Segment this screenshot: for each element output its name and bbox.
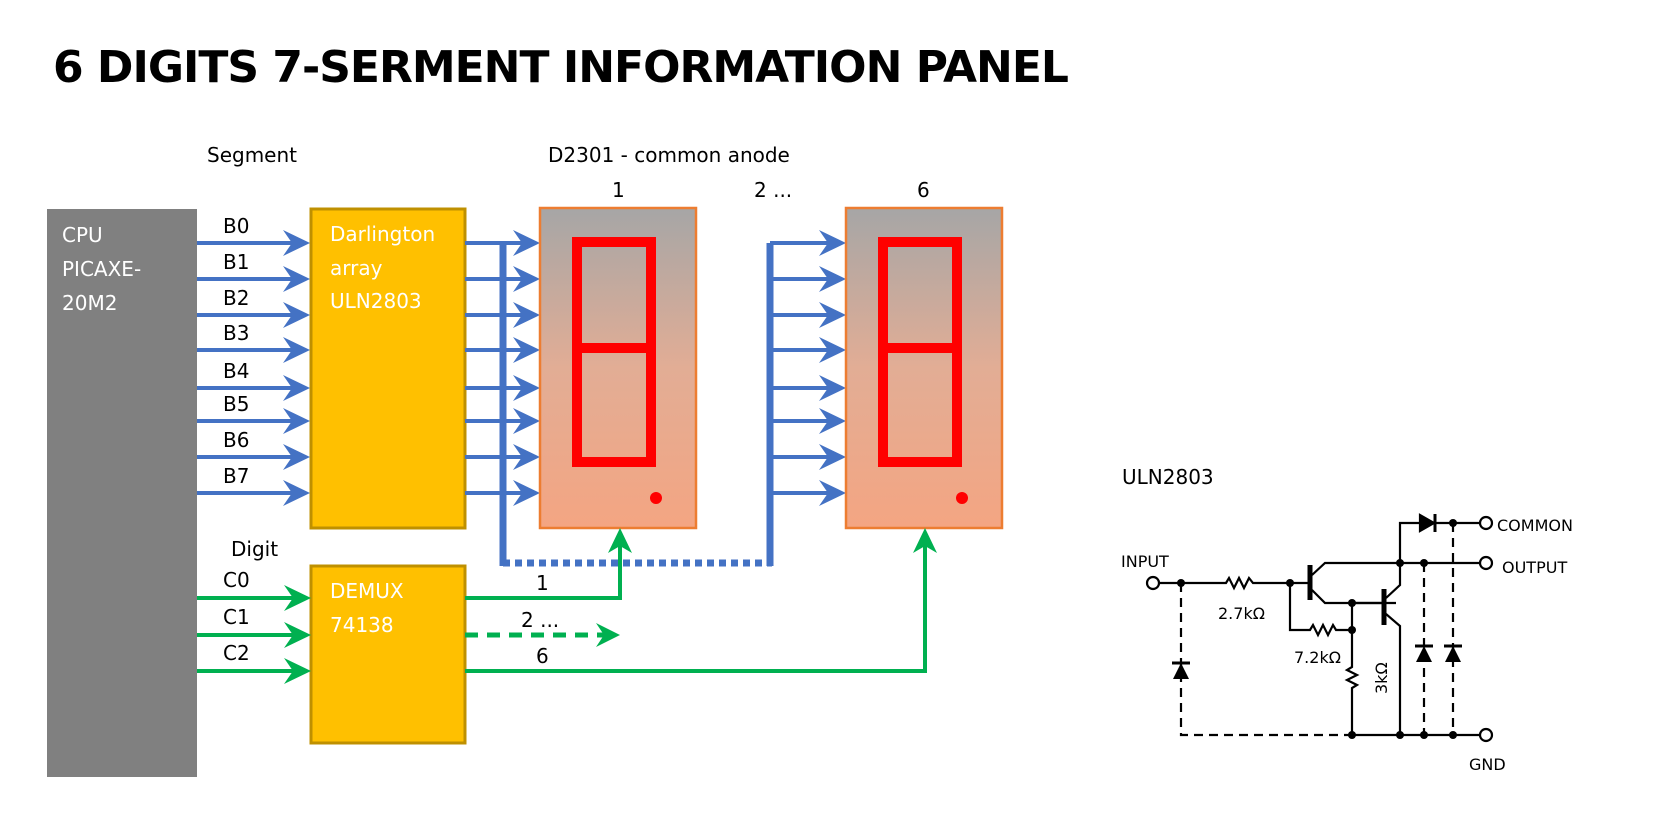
- diode-icon: [1418, 513, 1437, 533]
- arrowhead-icon: [513, 230, 540, 256]
- arrowhead-icon: [513, 444, 540, 470]
- cpu-label-3: 20M2: [62, 291, 117, 315]
- decimal-point-icon: [956, 492, 968, 504]
- arrowhead-icon: [283, 302, 310, 328]
- display-header: D2301 - common anode: [548, 143, 790, 167]
- darlington-label-3: ULN2803: [330, 289, 422, 313]
- common-terminal: [1478, 515, 1494, 531]
- resistor-7.2k: [1288, 583, 1352, 638]
- darlington-label-1: Darlington: [330, 222, 435, 246]
- demux-block: DEMUX 74138: [309, 564, 467, 745]
- arrowhead-icon: [819, 302, 846, 328]
- arrowhead-icon: [513, 266, 540, 292]
- seven-segment-display-1: [538, 206, 698, 530]
- segment-line-label: B3: [223, 321, 249, 345]
- segment-line-label: B1: [223, 250, 249, 274]
- input-label: INPUT: [1121, 552, 1169, 571]
- arrowhead-icon: [283, 480, 310, 506]
- arrowhead-icon: [819, 266, 846, 292]
- arrowhead-icon: [513, 375, 540, 401]
- darlington-block: Darlington array ULN2803: [309, 207, 467, 530]
- cpu-label-2: PICAXE-: [62, 257, 141, 281]
- arrowhead-icon: [819, 480, 846, 506]
- arrowhead-icon: [913, 528, 937, 553]
- arrowhead-icon: [513, 480, 540, 506]
- diode-icon: [1445, 646, 1461, 662]
- output-terminal: [1478, 555, 1494, 571]
- gnd-terminal: [1478, 727, 1494, 743]
- digit-line-1: [465, 536, 622, 600]
- arrowhead-icon: [284, 622, 311, 648]
- arrowhead-icon: [596, 623, 620, 647]
- segment-line-label: B5: [223, 392, 249, 416]
- arrowhead-icon: [283, 444, 310, 470]
- arrowhead-icon: [283, 375, 310, 401]
- cpu-label-1: CPU: [62, 223, 103, 247]
- demux-outputs: 1 2 ... 6: [465, 528, 937, 673]
- segment-line-label: B6: [223, 428, 249, 452]
- common-label: COMMON: [1497, 516, 1573, 535]
- digit-line-label: C0: [223, 568, 250, 592]
- demux-out-2-label: 2 ...: [521, 608, 559, 632]
- arrowhead-icon: [513, 408, 540, 434]
- arrowhead-icon: [819, 375, 846, 401]
- demux-out-1-label: 1: [536, 571, 549, 595]
- uln2803-schematic: ULN2803 INPUT COMMON OUTPUT GND 2.7kΩ 7.…: [1121, 465, 1573, 774]
- cpu-block: CPU PICAXE- 20M2: [47, 209, 197, 777]
- arrowhead-icon: [819, 408, 846, 434]
- display-middle-label: 2 ...: [754, 178, 792, 202]
- r2-label: 7.2kΩ: [1294, 648, 1341, 667]
- display-body: [538, 206, 698, 530]
- gnd-label: GND: [1469, 755, 1506, 774]
- arrowhead-icon: [608, 528, 632, 553]
- digit-line-label: C2: [223, 641, 250, 665]
- display-body: [844, 206, 1004, 530]
- display-1-label: 1: [612, 178, 625, 202]
- r1-label: 2.7kΩ: [1218, 604, 1265, 623]
- r3-label: 3kΩ: [1372, 662, 1391, 694]
- resistor-3k: [1344, 603, 1360, 735]
- digit-label: Digit: [231, 537, 278, 561]
- arrowhead-icon: [513, 337, 540, 363]
- segment-bus-display-1: [465, 230, 540, 566]
- arrowhead-icon: [283, 408, 310, 434]
- arrowhead-icon: [513, 302, 540, 328]
- demux-label-1: DEMUX: [330, 579, 404, 603]
- display-6-label: 6: [917, 178, 930, 202]
- page-title: 6 DIGITS 7-SERMENT INFORMATION PANEL: [53, 42, 1068, 93]
- demux-out-6-label: 6: [536, 644, 549, 668]
- decimal-point-icon: [650, 492, 662, 504]
- input-terminal: [1145, 575, 1161, 591]
- seven-segment-display-6: [844, 206, 1004, 530]
- arrowhead-icon: [819, 337, 846, 363]
- demux-label-2: 74138: [330, 613, 394, 637]
- arrowhead-icon: [283, 337, 310, 363]
- displays: [538, 206, 1004, 530]
- segment-bus-display-6: [766, 230, 846, 566]
- schematic-title: ULN2803: [1122, 465, 1214, 489]
- digit-line-6: [465, 536, 927, 673]
- resistor-2.7k: [1159, 575, 1290, 591]
- segment-line-label: B4: [223, 359, 249, 383]
- arrowhead-icon: [819, 444, 846, 470]
- arrowhead-icon: [284, 658, 311, 684]
- segment-line-label: B0: [223, 214, 249, 238]
- darlington-label-2: array: [330, 256, 383, 280]
- digit-line-label: C1: [223, 605, 250, 629]
- diode-icon: [1416, 646, 1432, 662]
- segment-line-label: B7: [223, 464, 249, 488]
- segment-line-label: B2: [223, 286, 249, 310]
- arrowhead-icon: [284, 585, 311, 611]
- junction-dots: [1177, 519, 1457, 739]
- diode-icon: [1173, 663, 1189, 679]
- arrowhead-icon: [283, 230, 310, 256]
- output-label: OUTPUT: [1502, 558, 1567, 577]
- segment-label: Segment: [207, 143, 297, 167]
- arrowhead-icon: [283, 266, 310, 292]
- arrowhead-icon: [819, 230, 846, 256]
